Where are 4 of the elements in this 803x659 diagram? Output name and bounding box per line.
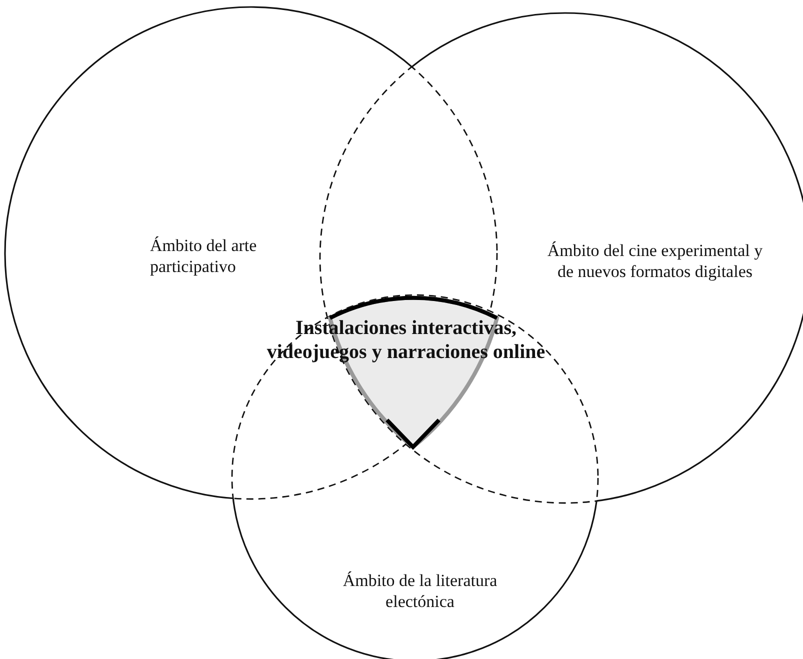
intersection-label: Instalaciones interactivas, videojuegos y narraciones online xyxy=(266,316,546,364)
circle-label: Ámbito de la literatura electónica xyxy=(342,570,498,612)
circle-label: Ámbito del arte participativo xyxy=(150,235,258,277)
circle-label: Ámbito del cine experimental y de nuevos formatos digitales xyxy=(546,240,764,282)
